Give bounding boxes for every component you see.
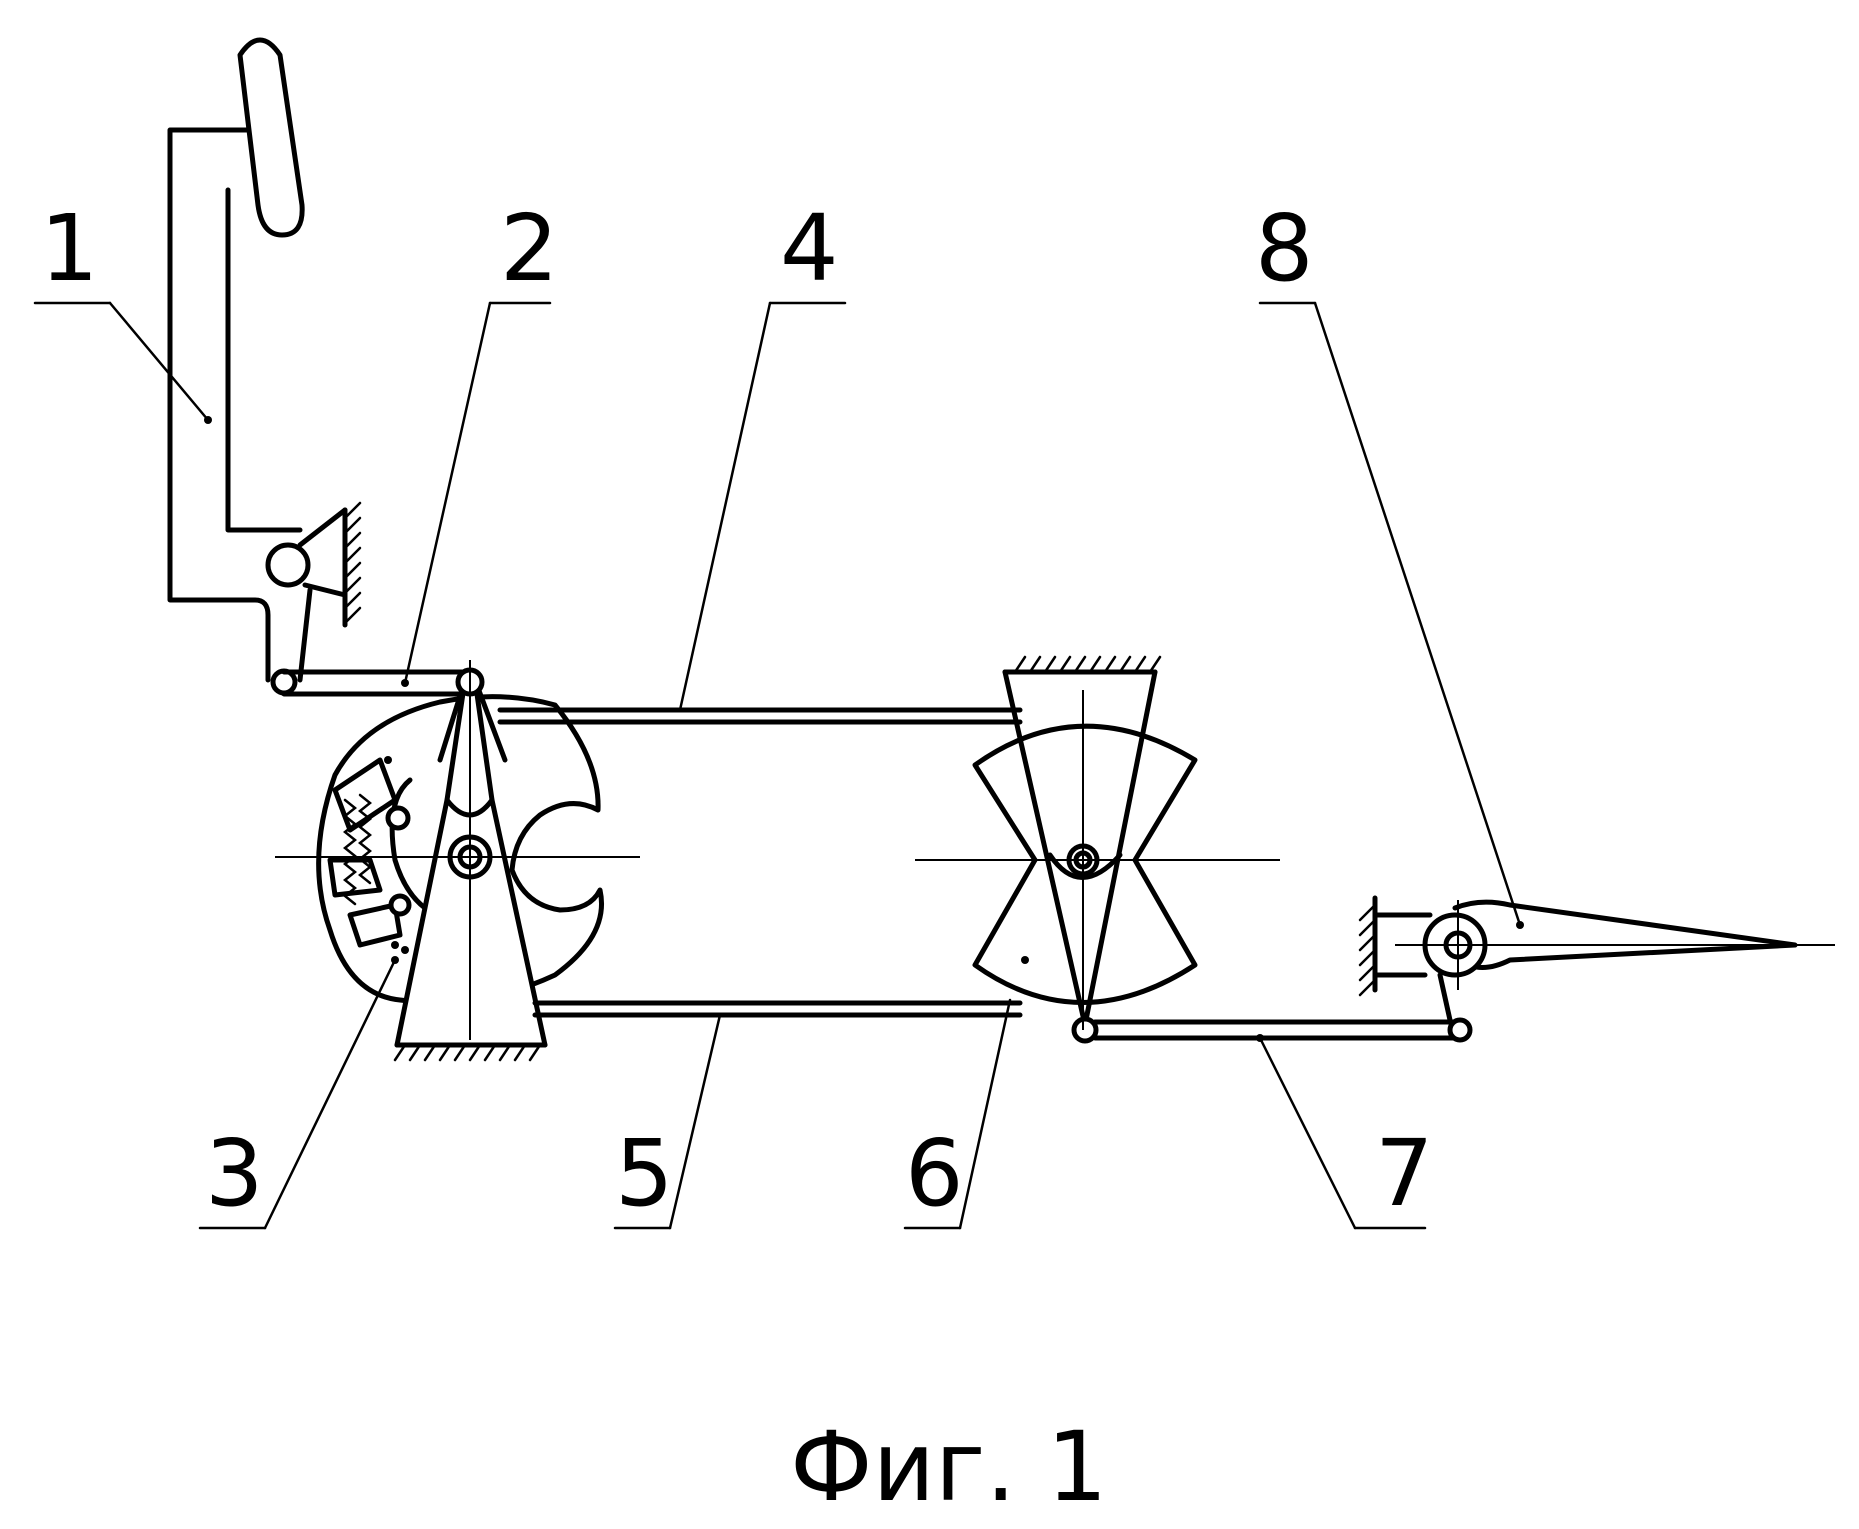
output-rod-7: [1095, 1020, 1470, 1042]
link-4: [500, 710, 1020, 722]
lever-handle: [240, 40, 302, 235]
callout-8: 8: [1255, 195, 1314, 302]
lever-1: [170, 40, 360, 693]
callout-4: 4: [780, 195, 839, 302]
callout-6: 6: [905, 1120, 964, 1227]
figure-caption: Фиг. 1: [790, 1411, 1108, 1523]
callout-3: 3: [205, 1120, 264, 1227]
callout-2: 2: [500, 195, 559, 302]
link-5: [535, 1003, 1020, 1015]
double-sector-6: [915, 657, 1280, 1041]
spring-mechanism: [330, 756, 409, 954]
callout-7: 7: [1375, 1120, 1434, 1227]
callout-5: 5: [615, 1120, 674, 1227]
leader-lines: [35, 303, 1520, 1228]
callout-1: 1: [40, 195, 99, 302]
rod-2: [284, 672, 468, 694]
output-lever-8: [1360, 898, 1835, 1020]
